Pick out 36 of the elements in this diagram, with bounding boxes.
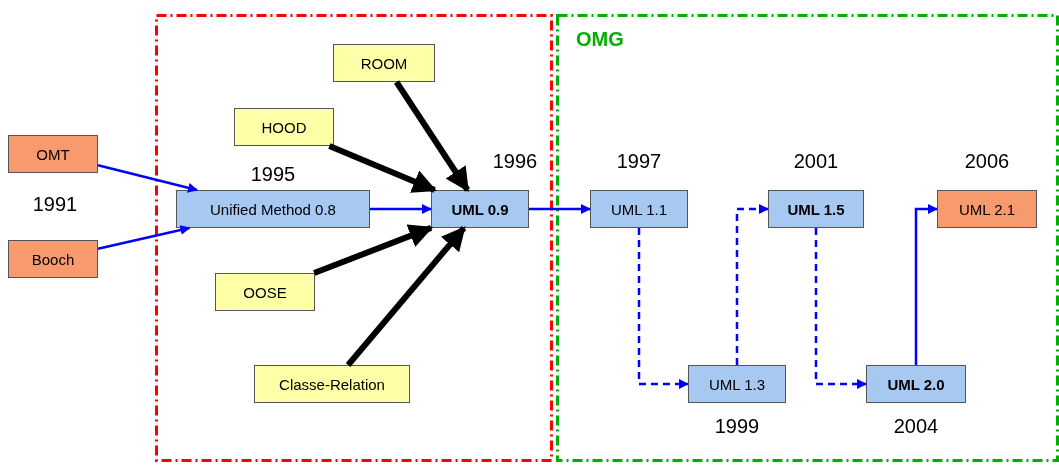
- arrow: [735, 204, 769, 365]
- region-frame: [556, 14, 1059, 462]
- arrow: [637, 228, 689, 389]
- process-box: ROOM: [333, 44, 435, 82]
- process-box: Classe-Relation: [254, 365, 410, 403]
- process-box: UML 2.1: [937, 190, 1037, 228]
- process-box: HOOD: [234, 108, 334, 146]
- process-box: UML 2.0: [866, 365, 966, 403]
- process-box: OOSE: [215, 273, 315, 311]
- group-title: OMG: [576, 28, 624, 51]
- arrow: [97, 225, 191, 250]
- year-label: 1996: [491, 150, 539, 173]
- year-label: 1991: [31, 193, 79, 216]
- year-label: 2001: [792, 150, 840, 173]
- process-box: OMT: [8, 135, 98, 173]
- process-box: UML 0.9: [431, 190, 529, 228]
- region-frame: [155, 14, 553, 462]
- year-label: 2006: [963, 150, 1011, 173]
- year-label: 2004: [892, 415, 940, 438]
- arrow: [345, 226, 467, 367]
- process-box: Unified Method 0.8: [176, 190, 370, 228]
- arrow: [394, 80, 470, 192]
- process-box: UML 1.1: [590, 190, 688, 228]
- process-box: UML 1.5: [768, 190, 864, 228]
- arrow: [97, 164, 198, 193]
- arrow: [328, 143, 437, 193]
- arrow: [370, 204, 432, 214]
- arrow: [313, 224, 434, 276]
- arrow: [529, 204, 591, 214]
- arrow: [914, 204, 938, 365]
- process-box: UML 1.3: [688, 365, 786, 403]
- year-label: 1997: [615, 150, 663, 173]
- arrow: [814, 228, 867, 389]
- year-label: 1995: [249, 163, 297, 186]
- year-label: 1999: [713, 415, 761, 438]
- process-box: Booch: [8, 240, 98, 278]
